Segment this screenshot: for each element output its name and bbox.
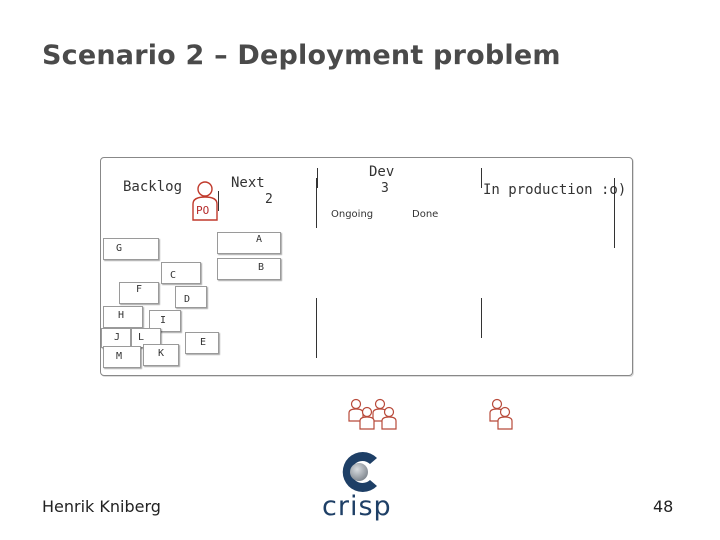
po-badge: PO xyxy=(196,204,210,217)
crisp-logo-icon xyxy=(333,448,385,500)
card-A[interactable]: A xyxy=(217,232,281,254)
card-K[interactable]: K xyxy=(143,344,179,366)
card-D[interactable]: D xyxy=(175,286,207,308)
crisp-logo-text: crisp xyxy=(322,491,392,522)
subcolumn-done: Done xyxy=(412,209,439,220)
card-J[interactable]: J xyxy=(101,328,131,348)
kanban-board: Backlog Next 2 Dev 3 Ongoing Done In pro… xyxy=(100,157,633,376)
column-next-limit: 2 xyxy=(265,192,273,207)
card-E[interactable]: E xyxy=(185,332,219,354)
column-dev-title: Dev xyxy=(369,164,395,180)
ops-person-icon xyxy=(489,398,513,434)
author-footer: Henrik Kniberg xyxy=(42,497,161,516)
card-M[interactable]: M xyxy=(103,346,141,368)
column-production-title: In production :o) xyxy=(483,182,627,198)
card-B[interactable]: B xyxy=(217,258,281,280)
divider-next-dev-low xyxy=(316,298,317,358)
divider-ongoing-done xyxy=(481,298,482,338)
column-dev-limit: 3 xyxy=(381,181,389,196)
divider-dev-prod xyxy=(481,168,482,188)
card-C[interactable]: C xyxy=(161,262,201,284)
divider-prod-right xyxy=(614,178,615,248)
column-backlog-title: Backlog xyxy=(123,179,183,195)
column-next-title: Next xyxy=(231,175,265,191)
subcolumn-ongoing: Ongoing xyxy=(331,209,374,220)
divider-backlog-next xyxy=(218,191,219,211)
po-person-icon xyxy=(191,180,219,226)
card-G[interactable]: G xyxy=(103,238,159,260)
page-number: 48 xyxy=(653,497,674,516)
dev-team-icon xyxy=(347,398,397,434)
slide-title: Scenario 2 – Deployment problem xyxy=(42,40,561,71)
divider-next-dev xyxy=(316,178,317,228)
card-F[interactable]: F xyxy=(119,282,159,304)
card-H[interactable]: H xyxy=(103,306,143,328)
card-I[interactable]: I xyxy=(149,310,181,332)
divider-dev-start xyxy=(317,168,318,188)
